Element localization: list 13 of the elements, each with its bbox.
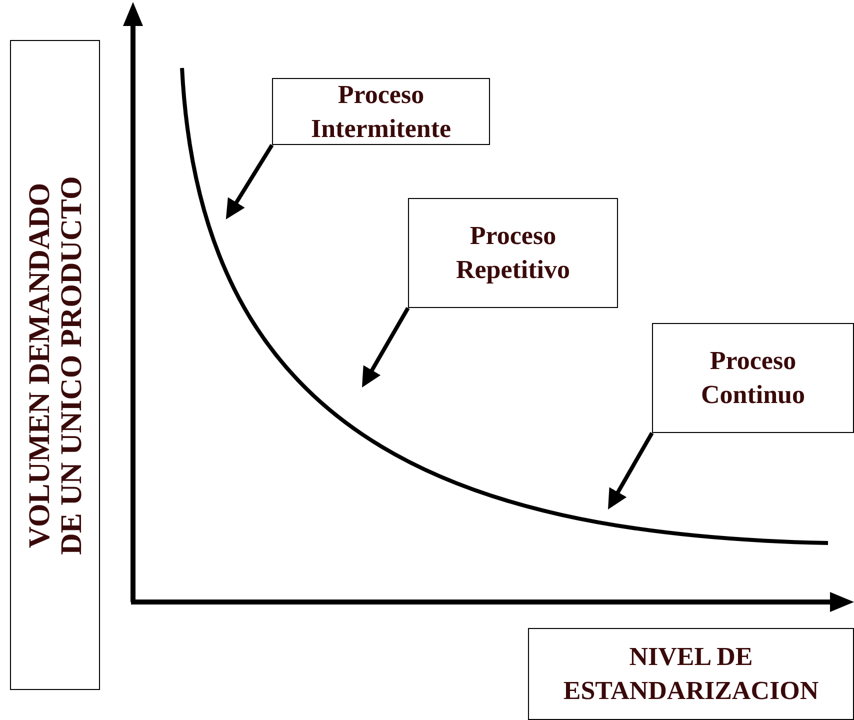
process-label: Proceso Intermitente [310,78,452,144]
process-label: Proceso Continuo [700,345,806,411]
label-box [272,78,490,145]
axis-title: VOLUMEN DEMANDADO DE UN UNICO PRODUCTO [24,174,86,556]
arrow [226,144,274,220]
arrow [608,432,654,510]
process-label: Proceso Repetitivo [454,220,572,286]
label-box [408,198,618,308]
process-label: NIVEL DE ESTANDARIZACION [562,641,820,707]
label-box [528,628,854,720]
label-box [652,323,854,433]
label-box [10,40,100,690]
arrow [362,307,410,388]
